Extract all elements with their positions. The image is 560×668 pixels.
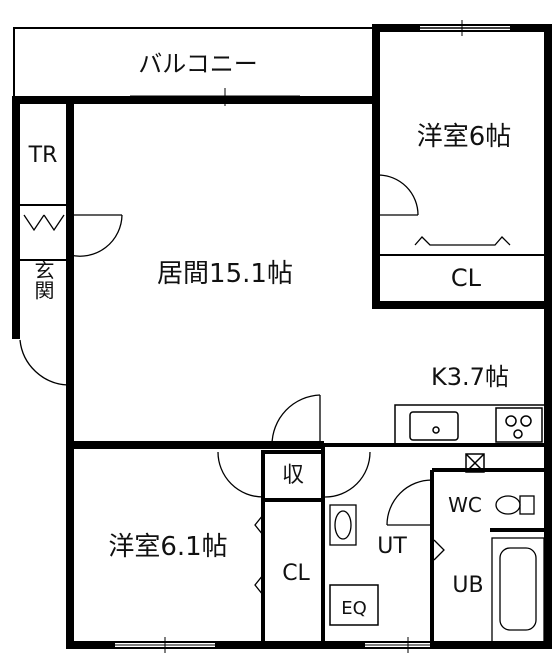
label-living: 居間15.1帖 — [157, 259, 293, 289]
entrance-door — [19, 214, 123, 386]
label-toilet: WC — [448, 493, 482, 517]
shoe-box-icon — [23, 214, 65, 232]
label-unit-bath: UB — [452, 573, 483, 598]
label-trunk-room: TR — [28, 143, 58, 168]
label-western-room-top: 洋室6帖 — [417, 122, 512, 152]
ub-door-marks — [433, 539, 445, 561]
label-western-room-bottom: 洋室6.1帖 — [108, 532, 227, 562]
toilet-icon — [495, 495, 535, 515]
bathtub-icon — [491, 537, 545, 644]
label-balcony: バルコニー — [138, 50, 258, 78]
equipment-box — [329, 584, 379, 626]
bottom-windows — [115, 637, 430, 653]
label-utility: UT — [377, 534, 407, 559]
bottom-room-doors — [217, 451, 433, 526]
kitchen-counter — [394, 404, 548, 446]
label-entrance: 玄関 — [31, 260, 55, 300]
vent-icon — [465, 453, 485, 473]
closet-top-door-marks — [414, 236, 511, 246]
exterior-walls — [12, 24, 552, 649]
closet-bottom-marks — [254, 514, 264, 596]
living-door — [271, 394, 321, 446]
label-closet-top: CL — [451, 264, 482, 292]
washbasin-icon — [329, 504, 357, 546]
label-closet-bottom: CL — [282, 561, 310, 586]
label-equipment: EQ — [341, 598, 367, 619]
label-kitchen: K3.7帖 — [431, 363, 509, 391]
label-storage: 収 — [282, 463, 304, 488]
door-top-room — [377, 174, 419, 216]
